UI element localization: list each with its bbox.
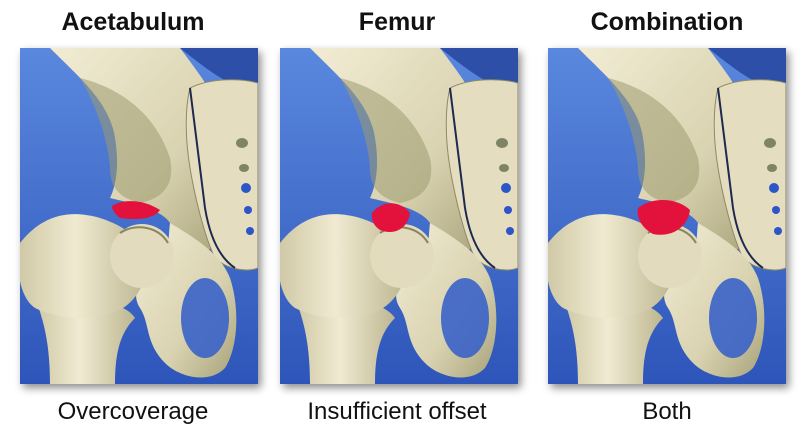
panel-caption: Overcoverage: [8, 398, 258, 426]
panel-caption: Insufficient offset: [272, 398, 522, 426]
panel-caption: Both: [542, 398, 792, 426]
panel-title: Femur: [272, 8, 522, 37]
panel-femur: Femur Insufficient offset: [272, 0, 522, 433]
hip-illustration: [280, 48, 518, 384]
panel-title: Acetabulum: [8, 8, 258, 37]
hip-illustration: [20, 48, 258, 384]
hip-illustration: [548, 48, 786, 384]
panel-title: Combination: [542, 8, 792, 37]
panel-acetabulum: Acetabulum Overcoverage: [8, 0, 258, 433]
panel-combination: Combination Both: [542, 0, 792, 433]
